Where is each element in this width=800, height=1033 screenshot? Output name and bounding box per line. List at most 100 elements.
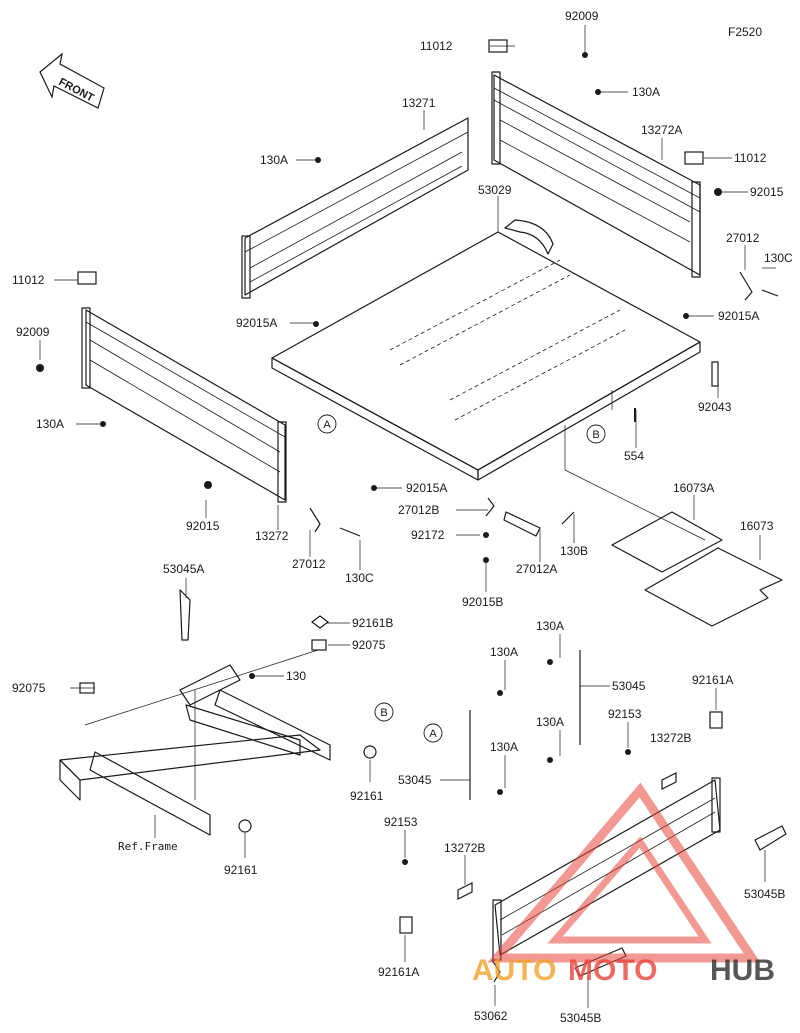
side-panel-13271 [241,117,469,299]
nut-92015a-icon [313,321,319,327]
svg-text:B: B [592,429,599,441]
part-label: 13272 [255,529,289,543]
bolt-130a-icon [547,659,553,665]
part-label: 92015A [236,316,277,330]
part-label: 130C [764,251,793,265]
cap-92161a-icon [399,916,413,934]
washer-92172-icon [483,532,489,538]
plate-13272b-icon [661,772,677,790]
part-label: 53045 [612,679,646,693]
nut-92015a-icon [371,485,377,491]
hardware-upper [36,52,779,563]
handle-53045b-icon [754,825,787,851]
nut-92015b-icon [483,557,489,563]
part-label: 13271 [402,96,436,110]
bolt-130a-icon [497,789,503,795]
latch-53045a-icon [179,589,191,641]
part-label: 13272B [444,841,485,855]
bracket-27012b-icon [485,497,495,517]
part-label: 13272A [641,123,682,137]
part-label: 92161 [350,789,384,803]
nut-92015a-icon [683,313,689,319]
part-label: 130A [536,715,564,729]
bolt-130a-icon [497,690,503,696]
part-label: 16073A [673,481,714,495]
part-label: 130 [286,669,306,683]
nut-92015-icon [204,481,212,489]
part-label: 11012 [734,151,767,165]
part-label: 92015A [406,481,447,495]
part-label: 554 [624,449,644,463]
mats-16073 [611,511,783,627]
part-label: 92153 [608,707,642,721]
leader-lines-lower [70,578,766,1008]
part-label: 92009 [16,325,50,339]
latch-53062-icon [491,959,501,983]
part-label: 27012 [726,231,760,245]
watermark-auto: AUTO [472,954,556,987]
bolt-130c-icon [339,527,361,537]
part-label: 92009 [565,9,599,23]
hook-27012-icon [739,271,753,301]
cap-92161-icon [363,745,377,759]
part-label: 92015A [718,309,759,323]
part-label: 130A [536,619,564,633]
part-label: 11012 [420,39,453,53]
part-label: 92161 [224,863,258,877]
callout-a-upper: A [317,414,337,434]
cap-92161-icon [238,819,252,833]
ref-frame-label: Ref.Frame [118,840,178,853]
part-label: 53029 [478,183,512,197]
svg-text:A: A [429,728,437,740]
front-arrow-icon: FRONT [39,52,105,109]
bolt-130c-icon [761,289,779,297]
callout-b-lower: B [374,702,394,722]
part-label: 92043 [698,400,732,414]
bolt-92009-top-icon [582,52,588,58]
part-label: 16073 [740,519,774,533]
part-label: 92161A [692,673,733,687]
part-label: 92161A [378,965,419,979]
part-label: 130A [632,85,660,99]
watermark-moto: MOTO [568,954,657,987]
bolt-92153-icon [625,749,631,755]
callout-a-lower: A [423,723,443,743]
part-label: 92161B [352,616,393,630]
bolt-130a-icon [595,89,601,95]
part-label: 130C [345,571,374,585]
part-label: 92015 [186,519,220,533]
bolt-130a-icon [547,757,553,763]
watermark-hub: HUB [710,954,775,987]
callout-b-upper: B [586,424,606,444]
part-label: 92153 [384,815,418,829]
pin-92043-icon [711,361,719,387]
part-label: 13272B [650,731,691,745]
hook-27012-icon [309,507,321,533]
part-label: 27012 [292,557,326,571]
part-label: 92075 [12,681,46,695]
bolt-130b-icon [561,511,575,525]
part-label: 92172 [411,528,445,542]
bolt-130-icon [249,673,255,679]
part-label: 92015B [462,595,503,609]
bracket-27012a-icon [503,511,541,537]
part-labels: 92009 11012 130A 13271 130A 13272A 11012… [12,9,793,1025]
plate-13272b-icon [457,882,473,900]
part-label: 11012 [12,273,45,287]
part-label: 53062 [474,1009,508,1023]
washer-92161b-icon [311,615,329,629]
tailgate-assembly [399,650,787,983]
pin-554-icon [634,408,636,422]
part-label: 130A [490,740,518,754]
part-label: 130B [560,544,588,558]
part-label: 53045B [560,1011,601,1025]
part-label: 130A [36,417,64,431]
part-label: 130A [260,153,288,167]
rear-side-panel-13272a [488,39,704,278]
watermark-logo: AUTO MOTO HUB [472,782,775,987]
part-label: 27012A [516,562,557,576]
figure-code: F2520 [728,25,762,39]
cargo-bed-53029 [271,219,701,481]
part-label: 53045A [163,562,204,576]
